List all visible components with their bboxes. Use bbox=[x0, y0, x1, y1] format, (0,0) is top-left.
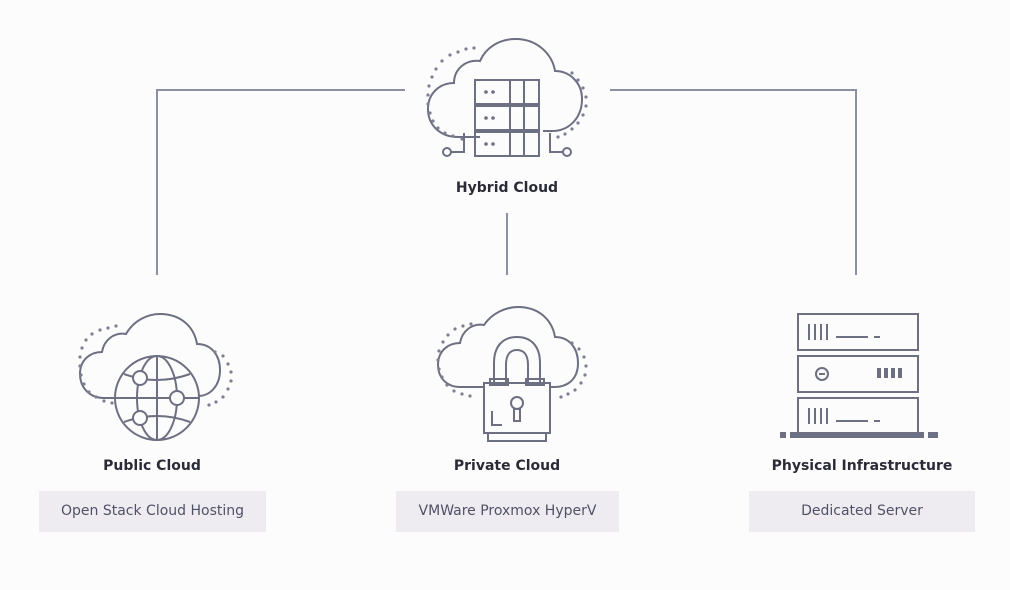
connector-left-vertical bbox=[156, 89, 158, 275]
server-rack-icon bbox=[780, 313, 938, 438]
node-title-physical-infrastructure: Physical Infrastructure bbox=[771, 458, 953, 474]
node-title-hybrid-cloud: Hybrid Cloud bbox=[455, 180, 559, 196]
tag-public-cloud: Open Stack Cloud Hosting bbox=[39, 491, 266, 532]
cloud-lock-icon bbox=[436, 305, 588, 442]
connector-left-horizontal bbox=[157, 89, 405, 91]
node-title-private-cloud: Private Cloud bbox=[453, 458, 561, 474]
tag-private-cloud: VMWare Proxmox HyperV bbox=[396, 491, 619, 532]
cloud-server-icon bbox=[426, 37, 588, 157]
node-title-public-cloud: Public Cloud bbox=[103, 458, 201, 474]
tag-physical-infrastructure: Dedicated Server bbox=[749, 491, 975, 532]
connector-center-vertical bbox=[506, 213, 508, 275]
cloud-globe-icon bbox=[78, 312, 233, 441]
connector-right-horizontal bbox=[610, 89, 857, 91]
connector-right-vertical bbox=[855, 89, 857, 275]
